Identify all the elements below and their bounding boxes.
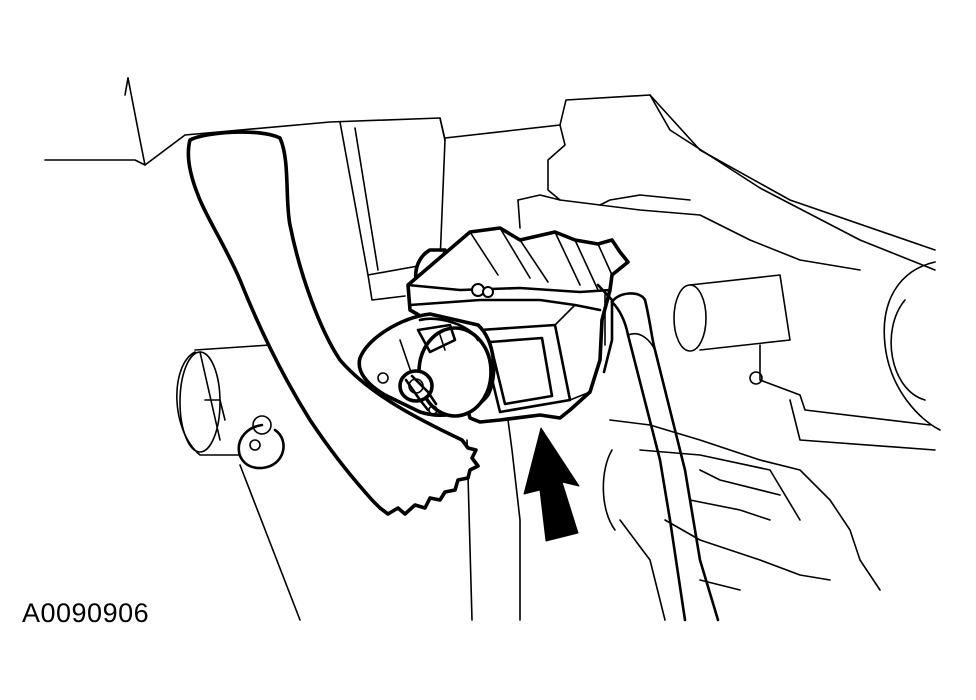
- vacuum-hose: [186, 130, 480, 516]
- harness-rod: [610, 292, 720, 622]
- electrical-connector: [357, 226, 630, 424]
- upward-arrow-icon: [523, 427, 580, 542]
- figure-id-label: A0090906: [22, 598, 150, 628]
- engine-background: [444, 94, 941, 621]
